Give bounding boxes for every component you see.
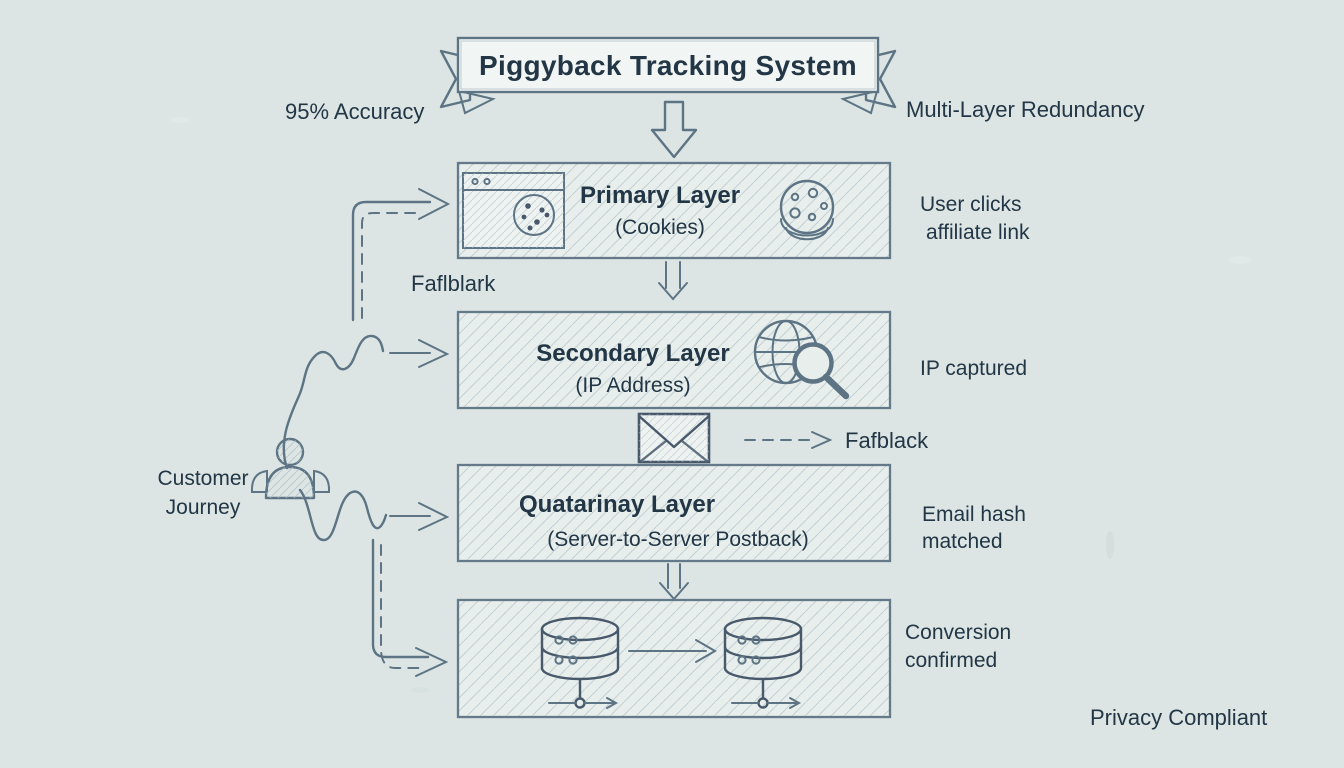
journey-path-to-secondary — [282, 334, 450, 470]
down-arrow-primary-to-secondary — [658, 261, 688, 301]
primary-layer-box: Primary Layer (Cookies) — [456, 161, 892, 260]
secondary-layer-subtitle: (IP Address) — [575, 374, 690, 397]
customer-journey-label-line2: Journey — [166, 496, 241, 519]
database-icon-right — [723, 616, 803, 709]
banner-fold-right — [840, 89, 879, 115]
final-note-line1: Conversion — [905, 621, 1011, 644]
primary-note-line2: affiliate link — [926, 221, 1030, 244]
browser-cookie-icon — [462, 172, 565, 249]
quatarinay-layer-title: Quatarinay Layer — [519, 491, 715, 518]
secondary-note-line1: IP captured — [920, 357, 1027, 380]
quatarinay-layer-subtitle: (Server-to-Server Postback) — [547, 528, 808, 551]
secondary-layer-title: Secondary Layer — [536, 340, 729, 367]
quatarinay-note-line1: Email hash — [922, 503, 1026, 526]
title-banner: Piggyback Tracking System — [439, 36, 897, 115]
down-arrow-banner-to-primary — [650, 100, 698, 159]
journey-path-to-final — [371, 538, 449, 677]
final-note-line2: confirmed — [905, 649, 997, 672]
fafblack-label: Fafblack — [845, 428, 929, 453]
privacy-label: Privacy Compliant — [1090, 705, 1267, 730]
database-icon-left — [540, 616, 620, 709]
envelope-icon — [637, 412, 711, 464]
page-title: Piggyback Tracking System — [479, 50, 857, 81]
redundancy-label: Multi-Layer Redundancy — [906, 97, 1144, 122]
banner-inner-line — [460, 40, 876, 90]
journey-path-to-primary — [351, 188, 451, 322]
cookie-icon — [779, 179, 835, 241]
faflblark-label: Faflblark — [411, 271, 496, 296]
secondary-layer-box: Secondary Layer (IP Address) — [456, 310, 892, 410]
banner-plate — [456, 36, 880, 94]
accuracy-label: 95% Accuracy — [285, 99, 424, 124]
primary-layer-subtitle: (Cookies) — [615, 216, 705, 239]
quatarinay-note-line2: matched — [922, 530, 1003, 553]
final-servers-box — [456, 598, 892, 719]
primary-note-line1: User clicks — [920, 193, 1022, 216]
customer-journey-label-line1: Customer — [157, 467, 248, 490]
journey-path-to-quatarinay — [298, 488, 450, 542]
banner-fold-left — [457, 89, 496, 115]
server-transfer-arrow — [628, 639, 717, 663]
globe-magnifier-icon — [753, 319, 850, 400]
dashed-arrow-to-fafblack — [744, 431, 833, 449]
quatarinay-layer-box: Quatarinay Layer (Server-to-Server Postb… — [456, 463, 892, 563]
primary-layer-title: Primary Layer — [580, 182, 740, 209]
